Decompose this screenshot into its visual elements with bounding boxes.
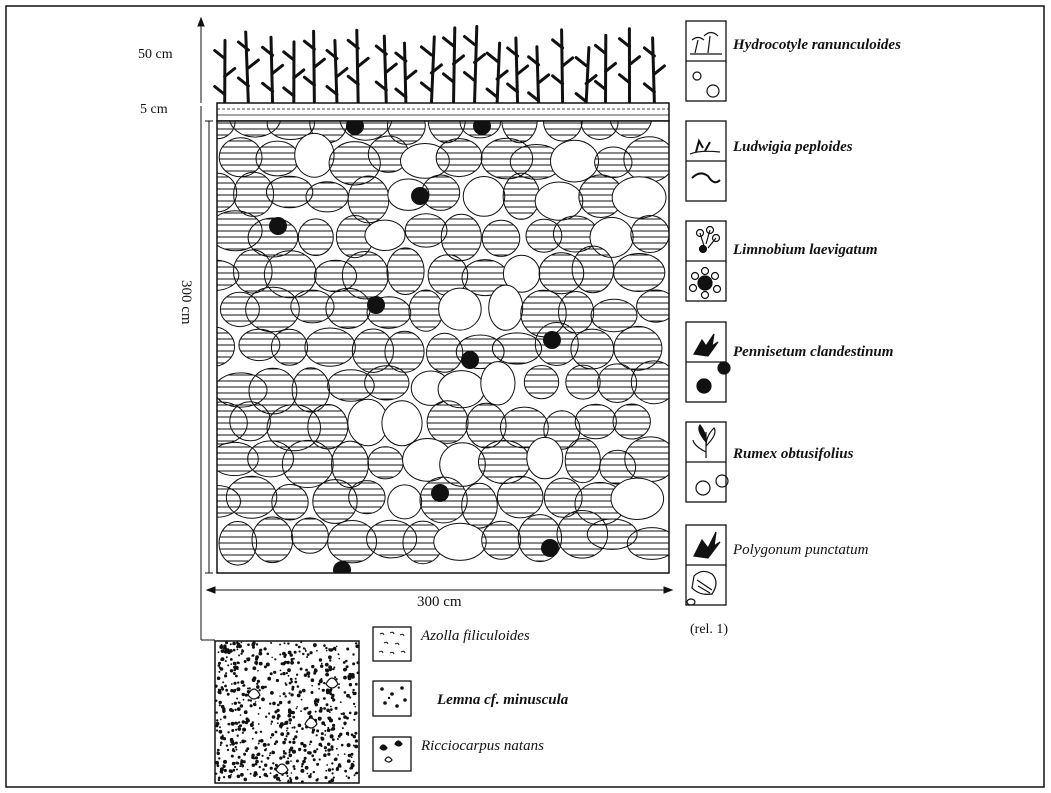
species-limnobium: Limnobium laevigatum [733,242,878,259]
label-300cm-side: 300 cm [177,280,194,325]
emergent-legend [686,21,726,605]
species-azolla: Azolla filiculoides [421,628,530,645]
label-5cm: 5 cm [140,102,168,118]
species-ricciocarpus: Ricciocarpus natans [421,738,544,755]
species-rumex: Rumex obtusifolius [733,446,853,463]
label-300cm-bottom: 300 cm [417,594,462,611]
species-pennisetum: Pennisetum clandestinum [733,344,893,361]
species-hydrocotyle: Hydrocotyle ranunculoides [733,37,901,54]
releve-label: (rel. 1) [690,622,728,638]
species-ludwigia: Ludwigia peploides [733,139,853,156]
emergent-vegetation-band [215,27,665,105]
surface-layer [217,103,669,121]
species-lemna: Lemna cf. minuscula [437,692,568,709]
label-50cm: 50 cm [138,47,173,63]
species-polygonum: Polygonum punctatum [733,542,868,559]
